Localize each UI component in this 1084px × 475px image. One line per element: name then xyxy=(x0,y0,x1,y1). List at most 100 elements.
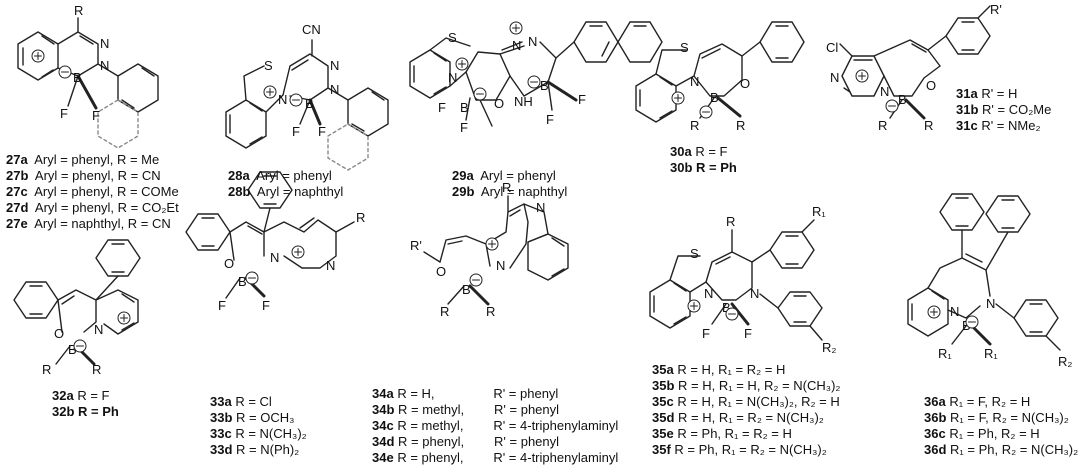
label-row-35b: 35b R = H, R₁ = H, R₂ = N(CH₃)₂ xyxy=(652,378,841,393)
atom-R-prime: R' xyxy=(410,238,422,253)
label-row-35e: 35e R = Ph, R₁ = R₂ = H xyxy=(652,426,792,441)
atom-R1: R₁ xyxy=(812,204,826,219)
charge-minus-icon xyxy=(245,271,259,285)
label-row-33a: 33a R = Cl xyxy=(210,394,272,409)
charge-plus-icon xyxy=(117,311,131,325)
labels-34: 34a R = H,R' = phenyl 34b R = methyl,R' … xyxy=(372,386,618,466)
atom-N: N xyxy=(330,58,339,73)
atom-N: N xyxy=(536,200,545,215)
charge-minus-icon xyxy=(289,93,303,107)
structure-29 xyxy=(409,21,663,127)
atom-F: F xyxy=(218,298,226,313)
label-row-34c: 34c R = methyl,R' = 4-triphenylaminyl xyxy=(372,418,619,433)
label-row-34e: 34e R = phenyl,R' = 4-triphenylaminyl xyxy=(372,450,619,465)
charge-plus-icon xyxy=(509,21,523,35)
atom-B: B xyxy=(462,282,471,297)
label-row-36a: 36a R₁ = F, R₂ = H xyxy=(924,394,1031,409)
atom-N: N xyxy=(830,70,839,85)
atom-N: N xyxy=(512,38,521,53)
labels-30: 30a R = F 30b R = Ph xyxy=(670,144,737,176)
atom-R2: R₂ xyxy=(1058,354,1072,369)
label-row-30a: 30a R = F xyxy=(670,144,728,159)
charge-minus-icon xyxy=(965,315,979,329)
label-row-36b: 36b R₁ = F, R₂ = N(CH₃)₂ xyxy=(924,410,1069,425)
atom-N: N xyxy=(528,34,537,49)
charge-minus-icon xyxy=(469,273,483,287)
atom-B: B xyxy=(73,70,82,85)
atom-R: R xyxy=(74,3,83,18)
atom-F: F xyxy=(744,326,752,341)
atom-NH: NH xyxy=(514,94,533,109)
atom-B: B xyxy=(722,300,731,315)
label-row-27b: 27b Aryl = phenyl, R = CN xyxy=(6,168,161,183)
atom-N: N xyxy=(94,322,103,337)
label-row-35a: 35a R = H, R₁ = R₂ = H xyxy=(652,362,786,377)
atom-N: N xyxy=(326,258,335,273)
labels-36: 36a R₁ = F, R₂ = H 36b R₁ = F, R₂ = N(CH… xyxy=(924,394,1078,458)
labels-35: 35a R = H, R₁ = R₂ = H 35b R = H, R₁ = H… xyxy=(652,362,840,458)
atom-F: F xyxy=(460,120,468,135)
atom-S: S xyxy=(448,30,457,45)
atom-F: F xyxy=(438,100,446,115)
atom-R: R xyxy=(486,304,495,319)
charge-plus-icon xyxy=(485,237,499,251)
atom-B: B xyxy=(68,342,77,357)
structure-32 xyxy=(13,239,141,366)
charge-minus-icon xyxy=(527,75,541,89)
charge-minus-icon xyxy=(699,105,713,119)
structure-28 xyxy=(225,39,389,171)
structure-36 xyxy=(907,193,1061,351)
label-row-33c: 33c R = N(CH₃)₂ xyxy=(210,426,307,441)
charge-plus-icon xyxy=(855,69,869,83)
atom-N: N xyxy=(704,286,713,301)
atom-B: B xyxy=(710,90,719,105)
charge-plus-icon xyxy=(31,49,45,63)
atom-O: O xyxy=(494,96,504,111)
atom-N: N xyxy=(448,70,457,85)
label-row-29a: 29a Aryl = phenyl xyxy=(452,168,556,183)
label-row-31a: 31a R' = H xyxy=(956,86,1018,101)
atom-F: F xyxy=(546,112,554,127)
atom-B: B xyxy=(962,318,971,333)
atom-S: S xyxy=(680,40,689,55)
charge-minus-icon xyxy=(73,339,87,353)
label-row-34a: 34a R = H,R' = phenyl xyxy=(372,386,559,401)
label-row-27e: 27e Aryl = naphthyl, R = CN xyxy=(6,216,171,231)
atom-B: B xyxy=(540,78,549,93)
charge-plus-icon xyxy=(687,299,701,313)
label-row-28b: 28b Aryl = naphthyl xyxy=(228,184,344,199)
atom-CN: CN xyxy=(302,22,321,37)
atom-N: N xyxy=(986,296,995,311)
atom-O: O xyxy=(926,78,936,93)
atom-F: F xyxy=(578,92,586,107)
atom-R: R xyxy=(690,118,699,133)
charge-plus-icon xyxy=(671,91,685,105)
labels-33: 33a R = Cl 33b R = OCH₃ 33c R = N(CH₃)₂ … xyxy=(210,394,307,458)
labels-28: 28a Aryl = phenyl 28b Aryl = naphthyl xyxy=(228,168,343,200)
atom-N: N xyxy=(100,58,109,73)
label-row-27c: 27c Aryl = phenyl, R = COMe xyxy=(6,184,179,199)
labels-31: 31a R' = H 31b R' = CO₂Me 31c R' = NMe₂ xyxy=(956,86,1051,134)
label-row-35c: 35c R = H, R₁ = N(CH₃)₂, R₂ = H xyxy=(652,394,840,409)
charge-minus-icon xyxy=(58,65,72,79)
labels-27: 27a Aryl = phenyl, R = Me 27b Aryl = phe… xyxy=(6,152,179,232)
label-row-35f: 35f R = Ph, R₁ = R₂ = N(CH₃)₂ xyxy=(652,442,827,457)
label-row-33b: 33b R = OCH₃ xyxy=(210,410,295,425)
labels-29: 29a Aryl = phenyl 29b Aryl = naphthyl xyxy=(452,168,567,200)
atom-R: R xyxy=(502,180,511,195)
label-row-32b: 32b R = Ph xyxy=(52,404,119,419)
atom-F: F xyxy=(318,124,326,139)
label-row-29b: 29b Aryl = naphthyl xyxy=(452,184,568,199)
atom-R: R xyxy=(736,118,745,133)
atom-O: O xyxy=(436,264,446,279)
atom-F: F xyxy=(60,106,68,121)
atom-N: N xyxy=(270,250,279,265)
atom-R1: R₁ xyxy=(938,346,952,361)
atom-S: S xyxy=(264,58,273,73)
atom-R1: R₁ xyxy=(984,346,998,361)
structure-31 xyxy=(839,5,991,120)
label-row-34b: 34b R = methyl,R' = phenyl xyxy=(372,402,560,417)
label-row-32a: 32a R = F xyxy=(52,388,110,403)
charge-plus-icon xyxy=(291,245,305,259)
